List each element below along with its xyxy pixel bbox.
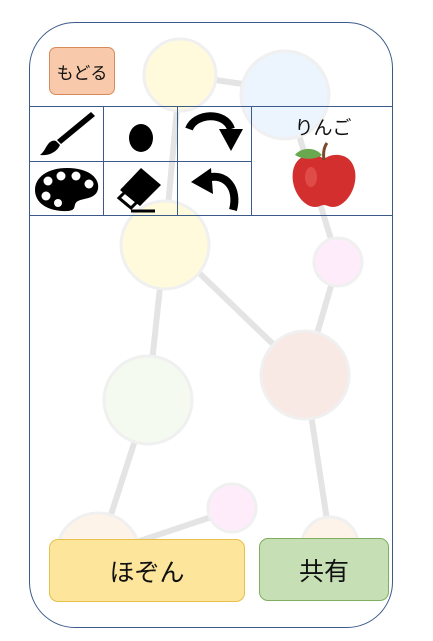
save-button[interactable]: ほぞん — [49, 539, 245, 602]
undo-arrow-icon — [191, 168, 239, 212]
palette-icon — [35, 168, 99, 212]
word-label: りんご — [294, 117, 352, 139]
undo-button[interactable] — [178, 162, 252, 216]
redo-arrow-icon — [185, 112, 243, 151]
share-button[interactable]: 共有 — [259, 538, 389, 601]
drawing-canvas[interactable] — [30, 216, 392, 521]
brush-tool-button[interactable] — [30, 107, 104, 161]
redo-button[interactable] — [178, 107, 252, 161]
palette-button[interactable] — [30, 162, 104, 216]
app-frame: もどる — [29, 22, 393, 628]
drawing-toolbar: りんご — [30, 106, 392, 216]
toolbar-divider — [30, 161, 251, 162]
apple-icon — [292, 142, 356, 207]
word-card: りんご — [252, 107, 392, 215]
eraser-button[interactable] — [104, 162, 178, 216]
toolbar-divider — [251, 107, 253, 215]
brush-size-button[interactable] — [104, 107, 178, 161]
back-button[interactable]: もどる — [49, 47, 115, 95]
paintbrush-icon — [40, 112, 95, 156]
brush-size-icon — [129, 124, 153, 152]
eraser-icon — [116, 168, 161, 213]
